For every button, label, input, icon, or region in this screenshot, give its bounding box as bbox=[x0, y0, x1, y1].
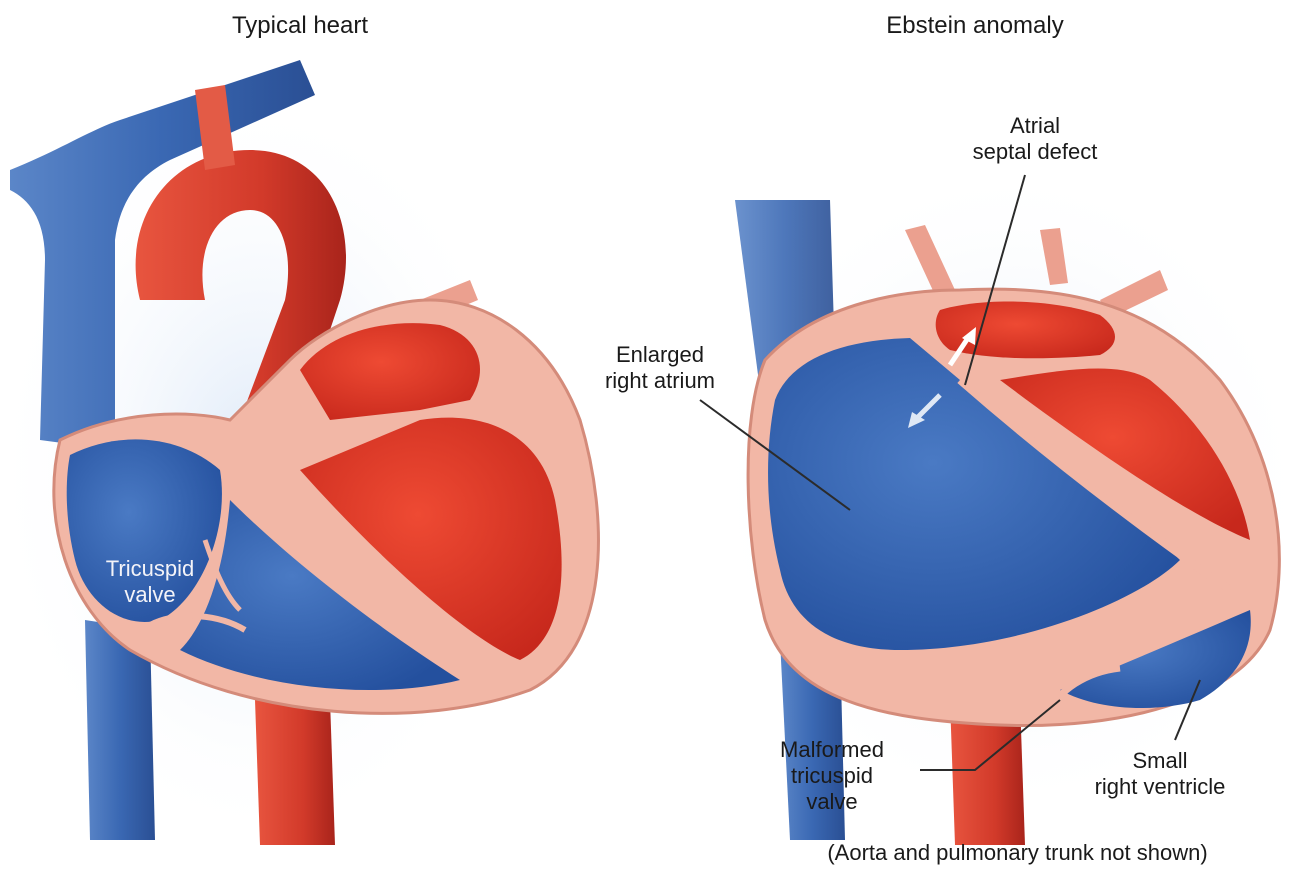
tricuspid-valve-label: Tricuspid valve bbox=[85, 556, 215, 608]
typical-heart bbox=[0, 60, 598, 850]
footnote: (Aorta and pulmonary trunk not shown) bbox=[755, 840, 1280, 866]
left-descending-aorta bbox=[255, 700, 335, 845]
atrial-septal-defect-label: Atrial septal defect bbox=[940, 113, 1130, 165]
malformed-tricuspid-valve-label: Malformed tricuspid valve bbox=[752, 737, 912, 815]
left-panel-title: Typical heart bbox=[200, 12, 400, 40]
right-panel-title: Ebstein anomaly bbox=[860, 12, 1090, 40]
enlarged-right-atrium-label: Enlarged right atrium bbox=[580, 342, 740, 394]
small-right-ventricle-label: Small right ventricle bbox=[1060, 748, 1260, 800]
